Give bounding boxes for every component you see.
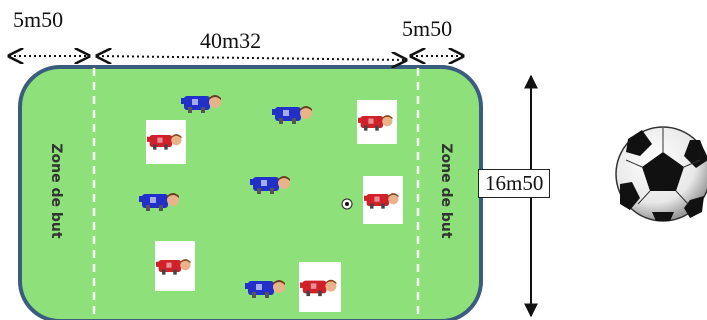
soccer-ball-icon <box>615 126 707 222</box>
red-player <box>146 120 186 164</box>
red-player <box>363 176 403 224</box>
red-player <box>357 100 397 144</box>
red-player <box>299 262 341 312</box>
small-ball-icon <box>341 198 353 210</box>
red-player <box>155 241 195 291</box>
right-goal-zone-label: Zone de but <box>438 143 454 239</box>
left-zone-width-label: 5m50 <box>13 7 64 32</box>
field-width-label: 16m50 <box>478 169 551 198</box>
playing-length-dimension-arrow <box>97 56 406 60</box>
left-goal-zone-label: Zone de but <box>48 143 64 239</box>
right-zone-width-label: 5m50 <box>402 16 453 41</box>
playing-length-label: 40m32 <box>200 28 262 53</box>
